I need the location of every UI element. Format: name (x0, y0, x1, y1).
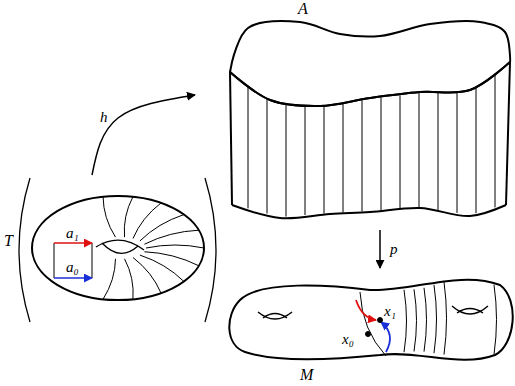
fiber-line (248, 86, 249, 209)
cylinder-top (230, 21, 510, 106)
meridian (133, 258, 161, 294)
map-arrow (379, 230, 381, 268)
meridian (103, 197, 115, 237)
fiber-line (495, 74, 496, 208)
base-point (378, 318, 383, 323)
point-label: x₁ (384, 304, 396, 319)
fiber-line (324, 106, 325, 213)
meridian (144, 252, 198, 266)
surface-outline (229, 280, 512, 360)
figure-label: M (300, 367, 313, 383)
fiber-line (494, 285, 497, 355)
square-edge (54, 243, 55, 278)
torus-outline (32, 196, 204, 300)
cylinder-figure: A (195, 0, 515, 230)
map-label: h (100, 110, 108, 125)
surface-figure: M (225, 268, 515, 386)
map-arrow (92, 95, 195, 175)
fiber-line (404, 290, 407, 352)
label-holder: x₀ (342, 330, 354, 348)
fiber-line (457, 92, 458, 213)
surface-hole (452, 306, 488, 314)
fiber-line (438, 92, 439, 210)
meridian (146, 245, 204, 248)
map-label: p (390, 242, 398, 257)
meridian (144, 230, 198, 244)
fiber-line (414, 289, 417, 351)
square-edge (92, 243, 93, 278)
fiber-line (305, 105, 306, 215)
fiber-line (419, 93, 420, 207)
fiber-line (444, 282, 447, 355)
cylinder-rim (230, 62, 510, 106)
meridian (124, 197, 133, 237)
fiber-line (381, 98, 382, 210)
fiber-line (286, 103, 287, 217)
surface-hole (457, 309, 483, 314)
loop-a1 (54, 242, 92, 244)
label-holder: p (390, 240, 398, 258)
meridian (125, 259, 134, 299)
shape-outline (225, 268, 515, 386)
bracket (205, 178, 216, 322)
loop-blue (381, 322, 390, 352)
loop-a0 (54, 277, 92, 279)
cylinder-bottom (232, 205, 506, 218)
torus-hole (102, 243, 138, 253)
figure-label: A (298, 1, 308, 17)
surface-hole (258, 312, 292, 319)
fiber-line (424, 288, 427, 352)
fiber-line (267, 99, 268, 214)
label-holder: a₀ (66, 258, 79, 276)
label-holder: x₁ (384, 302, 396, 320)
fiber-line (343, 103, 344, 212)
base-point (366, 332, 371, 337)
point-label: x₀ (342, 332, 354, 347)
shape-outline (2, 175, 227, 330)
fiber-line (476, 87, 477, 213)
torus-figure: T (2, 175, 227, 330)
bracket (19, 178, 30, 322)
surface-hole (263, 314, 287, 319)
fiber-line (362, 100, 363, 211)
cylinder-side (506, 62, 510, 205)
label-holder: a₁ (66, 224, 79, 242)
fiber-line (400, 95, 401, 208)
label-holder: h (100, 108, 108, 126)
shape-outline (195, 0, 515, 230)
point-label: a₁ (66, 226, 79, 241)
loop-red (356, 300, 376, 320)
meridian (133, 203, 161, 239)
meridian (140, 255, 184, 281)
point-label: a₀ (66, 260, 79, 275)
cylinder-side (230, 72, 232, 205)
meridian (103, 259, 115, 299)
figure-label: T (4, 233, 13, 249)
fiber-line (434, 285, 437, 353)
